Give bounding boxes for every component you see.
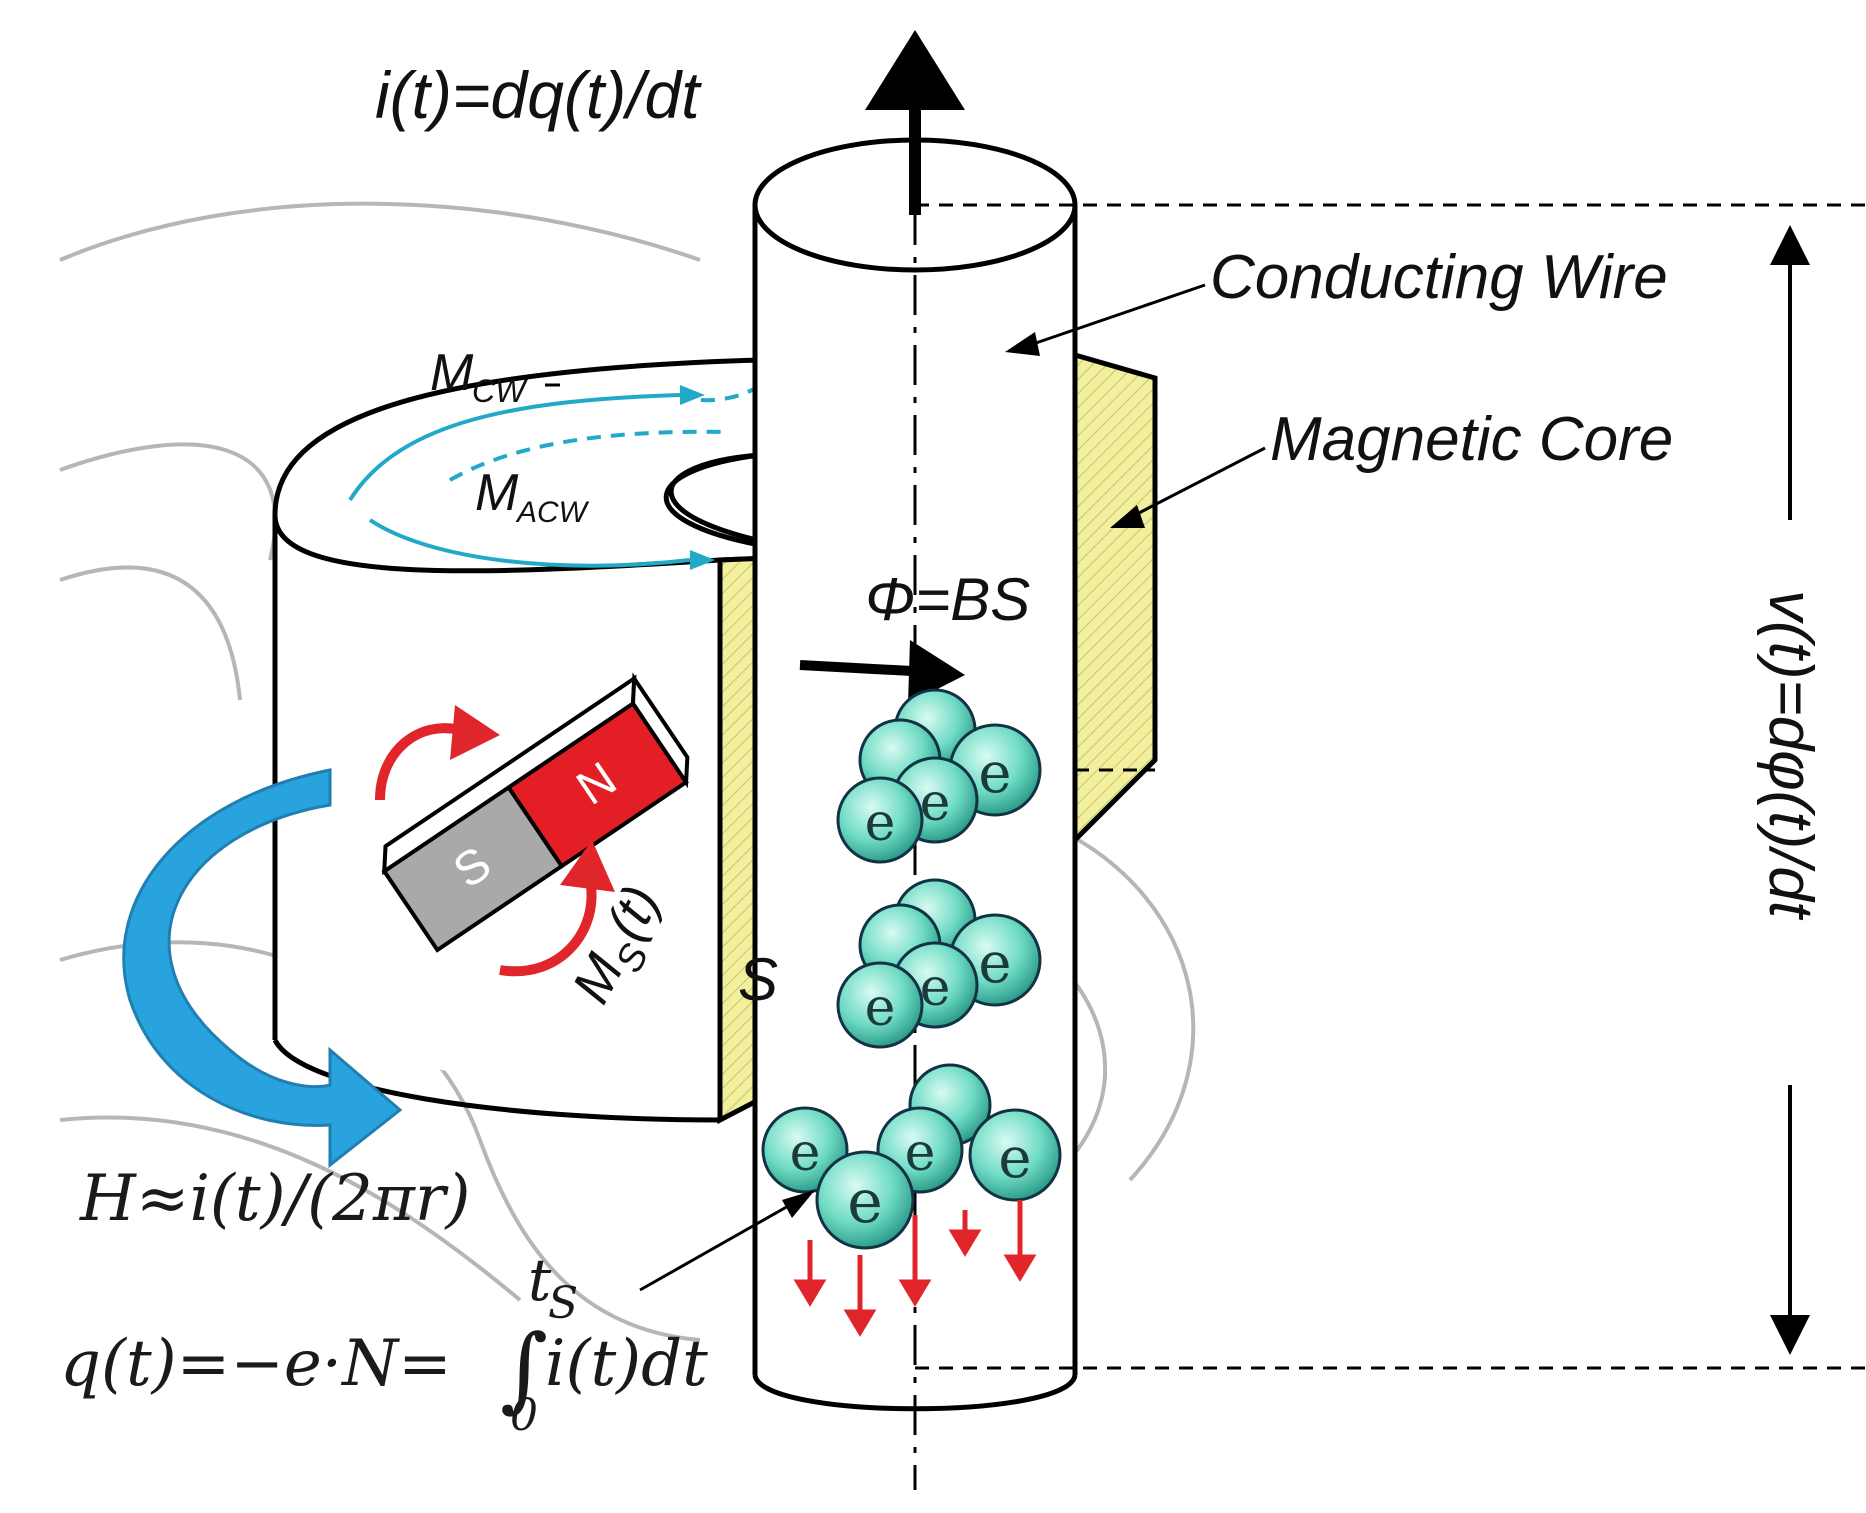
svg-text:M: M [430, 344, 474, 402]
charge-pointer [639, 1190, 815, 1292]
svg-text:t: t [528, 1246, 552, 1314]
svg-text:e: e [998, 1126, 1031, 1191]
svg-text:e: e [865, 978, 896, 1038]
red-arrowhead-1 [450, 705, 500, 760]
m-cw-label: M CW [430, 344, 560, 409]
reference-lines [915, 203, 1866, 1370]
magnetic-core-label: Magnetic Core [1270, 405, 1673, 474]
electron-cluster-bottom: e e e e [761, 1063, 1062, 1250]
charge-equation: q(t)=−e·N= ∫ t S 0 i(t)dt [60, 1246, 708, 1441]
svg-text:S: S [548, 1278, 578, 1329]
current-equation: i(t)=dq(t)/dt [375, 58, 702, 132]
area-label: S [738, 946, 778, 1013]
magnet-rotation-arrows [375, 723, 597, 977]
svg-text:M: M [475, 464, 519, 522]
svg-text:e: e [905, 1123, 936, 1183]
electrons: e e e e e e e e e e [761, 688, 1062, 1250]
wire-pointer [1005, 283, 1206, 356]
bar-magnet: S N [381, 672, 690, 953]
double-vertical-arrow-icon [1770, 225, 1810, 1355]
electron-cluster-middle: e e e [836, 878, 1042, 1049]
h-field-equation: H≈i(t)/(2πr) [79, 1162, 470, 1236]
m-acw-label: M ACW [475, 464, 590, 529]
svg-text:e: e [920, 958, 951, 1018]
svg-text:CW: CW [472, 373, 528, 409]
electron-cluster-top: e e e [836, 688, 1042, 864]
voltage-equation: v(t)=dφ(t)/dt [1756, 590, 1825, 921]
svg-text:∫: ∫ [500, 1315, 548, 1422]
conducting-wire-label: Conducting Wire [1210, 243, 1668, 312]
svg-text:ACW: ACW [515, 496, 590, 529]
svg-text:q(t)=−e·N=: q(t)=−e·N= [60, 1327, 452, 1401]
spin-arrows [793, 1200, 1037, 1337]
svg-text:e: e [790, 1123, 821, 1183]
svg-text:e: e [978, 741, 1011, 806]
svg-text:e: e [920, 773, 951, 833]
svg-text:e: e [865, 793, 896, 853]
right-arrow-icon [799, 640, 965, 704]
up-arrow-icon [865, 30, 965, 215]
svg-text:0: 0 [510, 1390, 538, 1441]
red-arrowhead-2 [560, 840, 615, 892]
svg-text:e: e [847, 1167, 883, 1237]
svg-text:i(t)dt: i(t)dt [545, 1327, 708, 1401]
rotation-arrow-icon [122, 768, 403, 1169]
flux-equation: Φ=BS [865, 566, 1030, 633]
core-section-back [1072, 351, 1158, 847]
svg-text:e: e [978, 931, 1011, 996]
core-pointer [1110, 446, 1266, 528]
